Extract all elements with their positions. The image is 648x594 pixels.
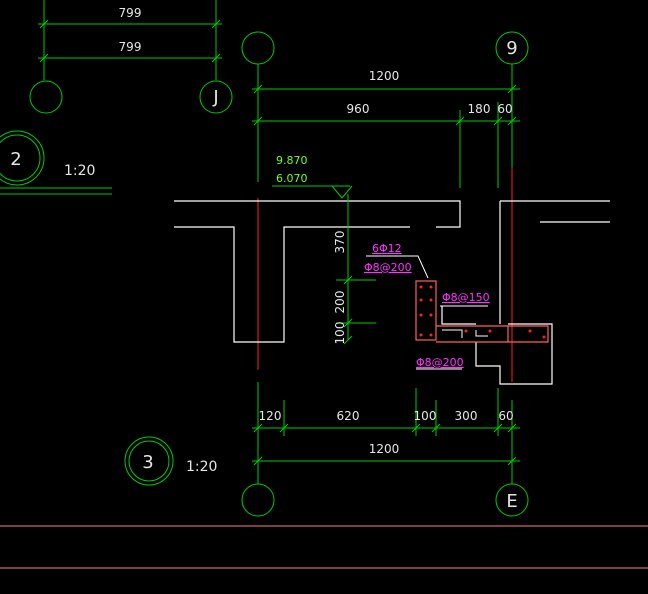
dim-100: 100: [414, 409, 437, 423]
level-upper: 9.870: [276, 154, 308, 167]
grid-bubble-e: [495, 483, 529, 517]
grid-bubble-bottom-left: [241, 483, 275, 517]
grid-label-9: 9: [506, 38, 517, 59]
detail-3-scale: 1:20: [186, 459, 217, 475]
dim-v-200: 200: [333, 291, 347, 314]
top-dimension-2: 799: [119, 40, 142, 54]
rebar-dots: [419, 285, 546, 339]
dim-120: 120: [259, 409, 282, 423]
rebar-slab-top-label: Φ8@150: [442, 291, 490, 304]
top-dimension-1: 799: [119, 6, 142, 20]
level-marker: [272, 185, 376, 345]
detail-3-outer-circle: [124, 436, 174, 486]
dim-v-100: 100: [333, 322, 347, 345]
top-main-dimensions: [252, 84, 520, 188]
rebar-leaders: [366, 255, 488, 370]
dim-60-bottom: 60: [498, 409, 513, 423]
beam-frame: [415, 280, 549, 343]
bottom-dimensions: [252, 382, 520, 484]
structure-outline: [174, 200, 610, 385]
dim-180: 180: [468, 102, 491, 116]
dim-300: 300: [455, 409, 478, 423]
dim-v-370: 370: [333, 231, 347, 254]
dim-960: 960: [347, 102, 370, 116]
slab-rebar: [442, 329, 488, 338]
rebar-stirrup-label: Φ8@200: [364, 261, 412, 274]
dim-1200-top: 1200: [369, 69, 400, 83]
grid-label-j: J: [212, 87, 218, 108]
grid-bubble-left: [29, 80, 63, 114]
level-lower: 6.070: [276, 172, 308, 185]
detail-2-outer-circle: [0, 130, 45, 186]
dim-620: 620: [337, 409, 360, 423]
grid-bubble-j: [199, 80, 233, 114]
rebar-slab-bottom-label: Φ8@200: [416, 356, 464, 369]
detail-2-number: 2: [10, 149, 21, 170]
dim-60-top: 60: [497, 102, 512, 116]
top-dimension-group: [38, 0, 222, 80]
grid-label-e: E: [506, 491, 517, 512]
detail-2-scale: 1:20: [64, 163, 95, 179]
detail-3-number: 3: [142, 452, 153, 473]
grid-bubble-top-left: [241, 31, 275, 65]
detail-2-inner-circle: [0, 134, 41, 182]
rebar-main-label: 6Φ12: [372, 242, 402, 255]
detail-3-inner-circle: [128, 440, 170, 482]
axis-stubs-top: [257, 64, 513, 182]
dim-1200-bottom: 1200: [369, 442, 400, 456]
